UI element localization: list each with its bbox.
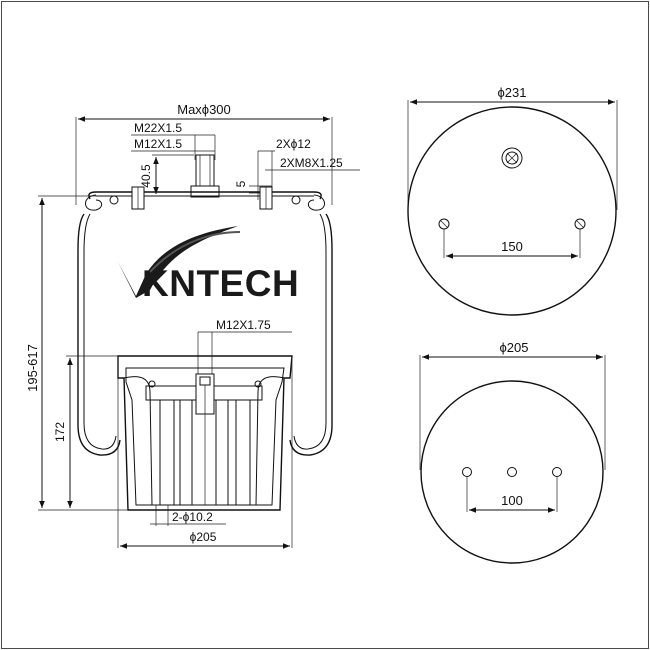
top-plate-circle <box>407 106 617 316</box>
piston-diameter-label: ϕ205 <box>190 530 217 544</box>
top-hole-left-mark <box>440 220 448 228</box>
logo-text: KNTECH <box>142 263 299 304</box>
bottom-thread-label: M12X1.75 <box>216 318 271 332</box>
piston-rib-left <box>123 376 153 506</box>
top-stud-large-label: M22X1.5 <box>134 121 182 135</box>
bottom-plate-circle <box>420 380 604 564</box>
bellows-right-inner <box>293 213 327 450</box>
bottom-hole-left <box>462 467 472 477</box>
logo-swoosh-line <box>149 231 241 273</box>
vkntech-logo: KNTECH <box>118 226 299 304</box>
side-pin-height-label: 5 <box>234 180 248 187</box>
top-hole-spacing-label: 150 <box>501 239 523 254</box>
overall-height-label: 195-617 <box>25 344 40 392</box>
air-fitting <box>501 147 523 169</box>
bottom-plate-view: ϕ205 100 <box>419 340 606 564</box>
piston-web-3 <box>215 399 229 506</box>
piston-web-4 <box>235 399 251 506</box>
crimp-bolt-left <box>109 195 119 205</box>
bottom-center-hole <box>507 467 517 477</box>
side-view: Maxϕ300 M22X1.5 M12X1.5 40.5 2Xϕ12 2XM8X… <box>25 102 360 549</box>
top-plate <box>88 191 322 200</box>
piston-crossbar <box>145 385 263 401</box>
crimp-right <box>307 194 325 211</box>
top-diameter-label: ϕ231 <box>498 85 527 100</box>
piston <box>117 355 293 511</box>
crimp-left <box>85 194 103 211</box>
max-diameter-label: Maxϕ300 <box>177 102 231 117</box>
side-threads-label: 2XM8X1.25 <box>280 156 343 170</box>
bellows-left-wall <box>77 213 121 456</box>
side-pins-label: 2Xϕ12 <box>276 137 311 151</box>
piston-bolt-left <box>148 380 156 388</box>
logo-swoosh <box>118 226 238 298</box>
piston-bolt-right <box>254 380 262 388</box>
air-fitting-inner <box>505 151 519 165</box>
top-hole-right-mark <box>576 220 584 228</box>
piston-outline <box>117 355 293 511</box>
piston-rib-right <box>255 376 285 506</box>
air-fitting-cross-2 <box>506 152 518 164</box>
bottom-holes-label: 2-ϕ10.2 <box>172 510 213 524</box>
piston-web-2 <box>179 399 193 506</box>
top-stud-small-label: M12X1.5 <box>134 137 182 151</box>
bottom-hole-right <box>552 467 562 477</box>
bottom-diameter-label: ϕ205 <box>500 340 529 355</box>
crimp-bolt-right <box>291 195 301 205</box>
piston-height-label: 172 <box>53 422 67 442</box>
piston-web-1 <box>159 399 175 506</box>
bellows-right-wall <box>289 213 333 456</box>
top-plate-view: ϕ231 150 <box>407 85 618 316</box>
bottom-hole-spacing-label: 100 <box>501 493 523 508</box>
bellows-left-inner <box>83 213 117 450</box>
piston-inner <box>125 367 285 506</box>
stud-height-label: 40.5 <box>139 164 153 188</box>
